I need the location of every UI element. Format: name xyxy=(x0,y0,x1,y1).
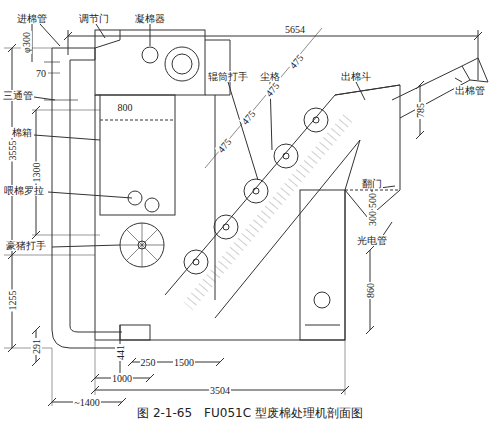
dimension: 800 xyxy=(117,102,134,113)
part-name: 喂棉罗拉 xyxy=(3,185,45,196)
part-name: 豪猪打手 xyxy=(5,240,47,251)
part-name: 尘格 xyxy=(259,71,281,82)
dimension: 475 xyxy=(214,135,233,155)
part-name: 出棉斗 xyxy=(340,71,372,82)
dimension: 441 xyxy=(115,344,126,361)
dimension: 3555 xyxy=(7,139,18,161)
dimension: ~1400 xyxy=(73,397,100,408)
dimension: 500 xyxy=(367,192,378,209)
part-name: 辊筒打手 xyxy=(207,71,249,82)
dimension: 860 xyxy=(365,282,376,299)
dimension: 1300 xyxy=(31,161,42,183)
part-name: 出棉管 xyxy=(454,85,486,96)
dimension: 250 xyxy=(140,357,157,368)
dimension: 1500 xyxy=(173,357,195,368)
dimension: 1000 xyxy=(111,373,133,384)
part-name: 三通管 xyxy=(2,90,34,101)
dimension: 300 xyxy=(367,210,378,227)
dimension: 785 xyxy=(415,102,426,119)
part-name: 翻门 xyxy=(361,178,383,189)
dimension: 475 xyxy=(286,51,305,71)
part-name: 棉箱 xyxy=(11,127,33,138)
figure-caption: 图 2-1-65 FU051C 型废棉处理机剖面图 xyxy=(137,405,363,422)
dimension: 1255 xyxy=(7,289,18,311)
part-name: 凝棉器 xyxy=(134,13,166,24)
dimension: 70 xyxy=(35,68,47,79)
part-name: 光电管 xyxy=(356,235,388,246)
part-name: 调节门 xyxy=(78,13,110,24)
dimension: 3504 xyxy=(209,385,231,396)
dimension: 291 xyxy=(31,338,42,355)
dimension: 5654 xyxy=(284,24,306,35)
dimension: φ300 xyxy=(21,31,32,54)
part-name: 进棉管 xyxy=(16,13,48,24)
